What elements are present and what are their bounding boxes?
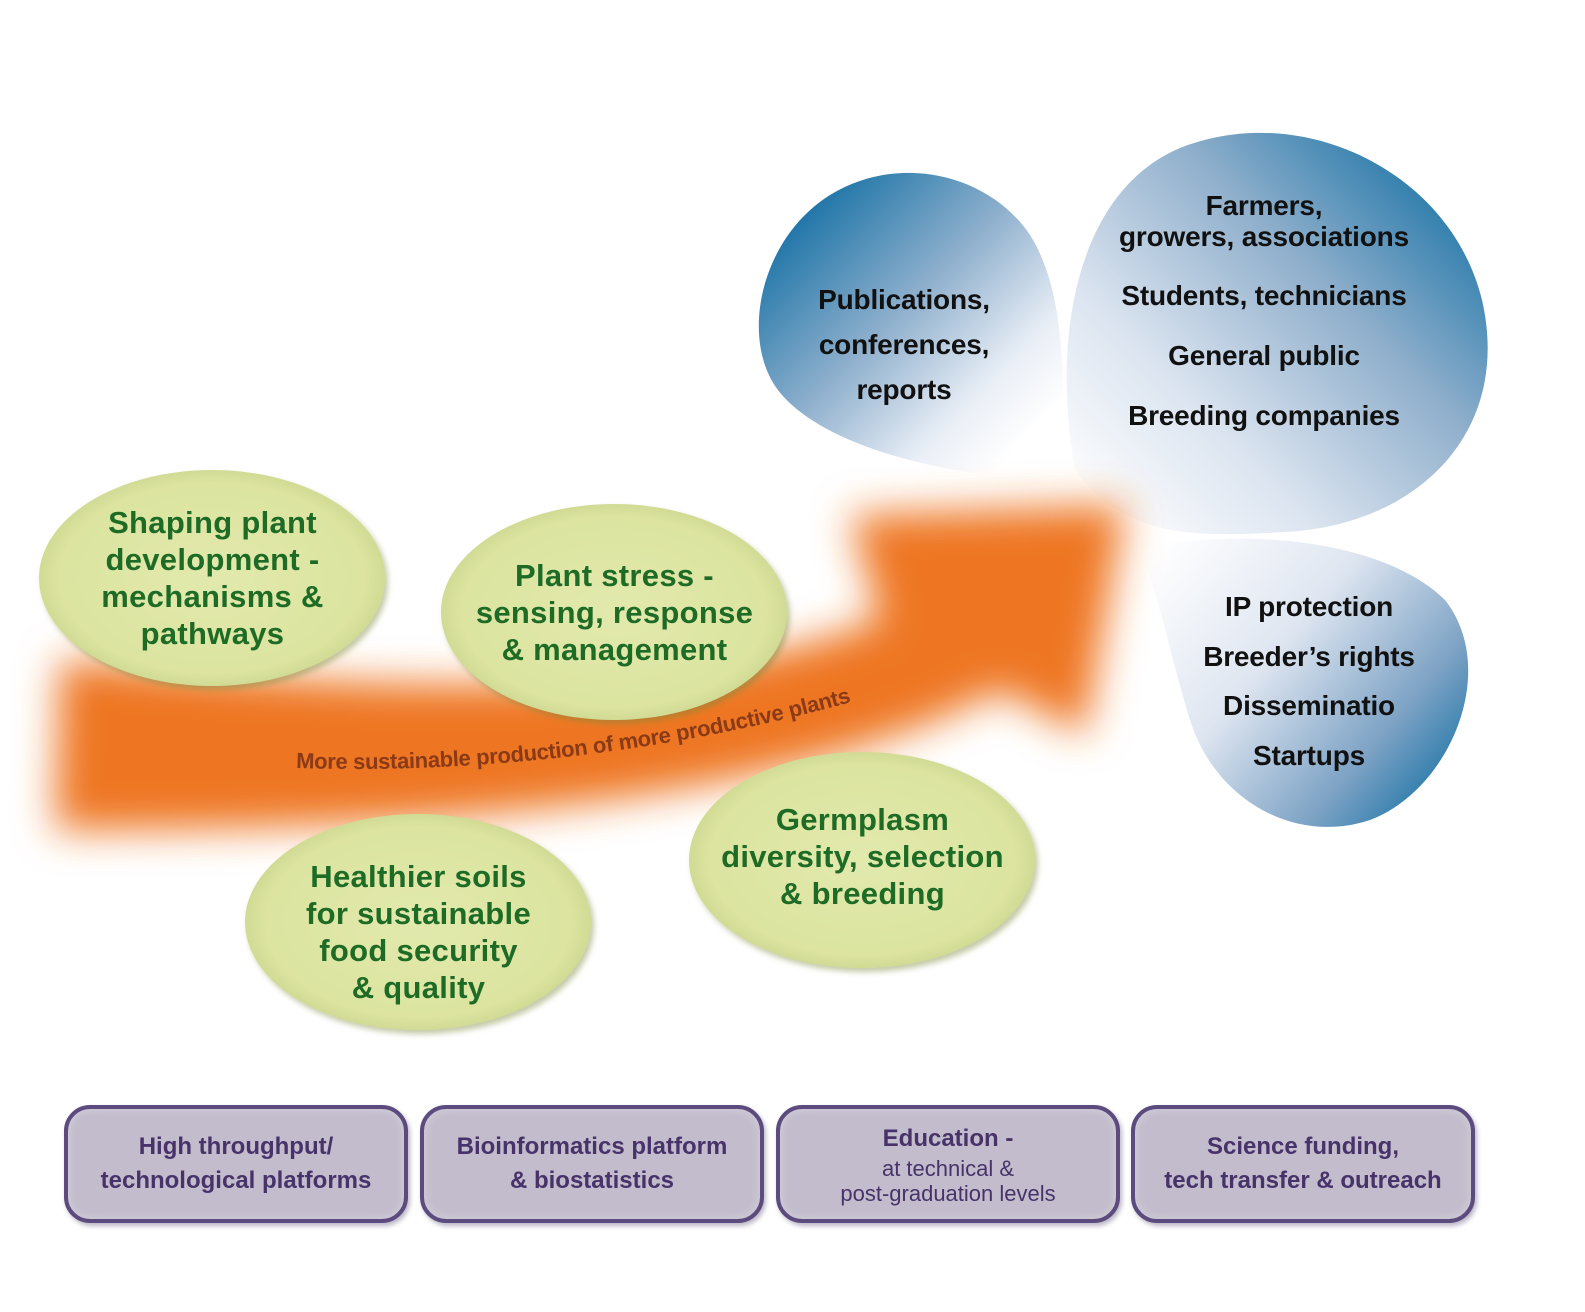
innovation-item-ip: IP protection [1224, 591, 1393, 622]
stakeholder-line: Breeding companies [1128, 400, 1400, 431]
petal-stakeholders [1066, 132, 1488, 535]
innovation-petal-text: IP protection Breeder’s rights Dissemina… [1184, 582, 1434, 780]
research-area-line: development - [105, 542, 320, 577]
platform-title: Education - [882, 1125, 1014, 1152]
stakeholder-line: Students, technicians [1121, 280, 1407, 311]
platform-line: & biostatistics [509, 1167, 675, 1194]
research-area-line: mechanisms & [101, 579, 324, 614]
research-area-line: Germplasm [775, 801, 950, 837]
stakeholder-item-general-public: General public [1094, 340, 1434, 371]
platform-line: post-graduation levels [840, 1181, 1056, 1206]
research-area-line: for sustainable [306, 896, 531, 931]
sustainability-arrow [55, 505, 1125, 830]
ellipse-germplasm [689, 752, 1035, 968]
innovation-item-dissemination: Disseminatio [1223, 690, 1395, 721]
dissemination-line: reports [856, 374, 952, 405]
stakeholder-line: General public [1168, 340, 1360, 371]
platform-title: High throughput/ [138, 1133, 334, 1160]
research-area-line: Plant stress - [515, 557, 714, 593]
research-area-line: & management [501, 631, 728, 667]
stakeholder-line: growers, associations [1119, 221, 1409, 252]
stakeholder-item-breeding-companies: Breeding companies [1094, 400, 1434, 431]
dissemination-line: Publications, [818, 284, 990, 315]
stakeholder-line: Farmers, [1205, 190, 1323, 221]
platform-high-throughput: High throughput/ technological platforms [64, 1105, 408, 1223]
platform-education: Education - at technical & post-graduati… [776, 1105, 1120, 1223]
ellipse-plant-stress [441, 504, 787, 720]
platform-title: Bioinformatics platform [456, 1133, 728, 1160]
platform-title: Science funding, [1206, 1133, 1400, 1160]
research-area-line: sensing, response [475, 594, 754, 630]
research-area-line: & breeding [780, 875, 945, 911]
research-area-line: food security [319, 933, 518, 968]
stakeholder-item-students: Students, technicians [1094, 280, 1434, 311]
ellipse-healthier-soils [245, 814, 591, 1030]
platform-line: at technical & [881, 1156, 1015, 1181]
platform-line: technological platforms [100, 1167, 372, 1194]
platform-bioinformatics: Bioinformatics platform & biostatistics [420, 1105, 764, 1223]
platform-science-funding: Science funding, tech transfer & outreac… [1131, 1105, 1475, 1223]
innovation-item-breeders-rights: Breeder’s rights [1203, 640, 1415, 672]
research-area-line: pathways [140, 616, 285, 651]
research-area-line: diversity, selection [721, 838, 1004, 874]
platform-line: tech transfer & outreach [1164, 1167, 1442, 1194]
research-area-line: Shaping plant [108, 505, 317, 540]
research-area-line: & quality [351, 970, 486, 1005]
innovation-item-startups: Startups [1253, 739, 1365, 771]
research-area-line: Healthier soils [310, 859, 527, 894]
dissemination-line: conferences, [818, 329, 990, 360]
research-area-plant-stress: Plant stress -sensing, response& managem… [442, 524, 787, 700]
petal-innovation [1140, 538, 1469, 827]
dissemination-petal-text: Publications, conferences, reports [794, 277, 1014, 412]
petal-dissemination [758, 172, 1063, 479]
ellipse-shaping-plant [39, 470, 385, 686]
stakeholder-item-farmers: Farmers, growers, associations [1094, 190, 1434, 252]
